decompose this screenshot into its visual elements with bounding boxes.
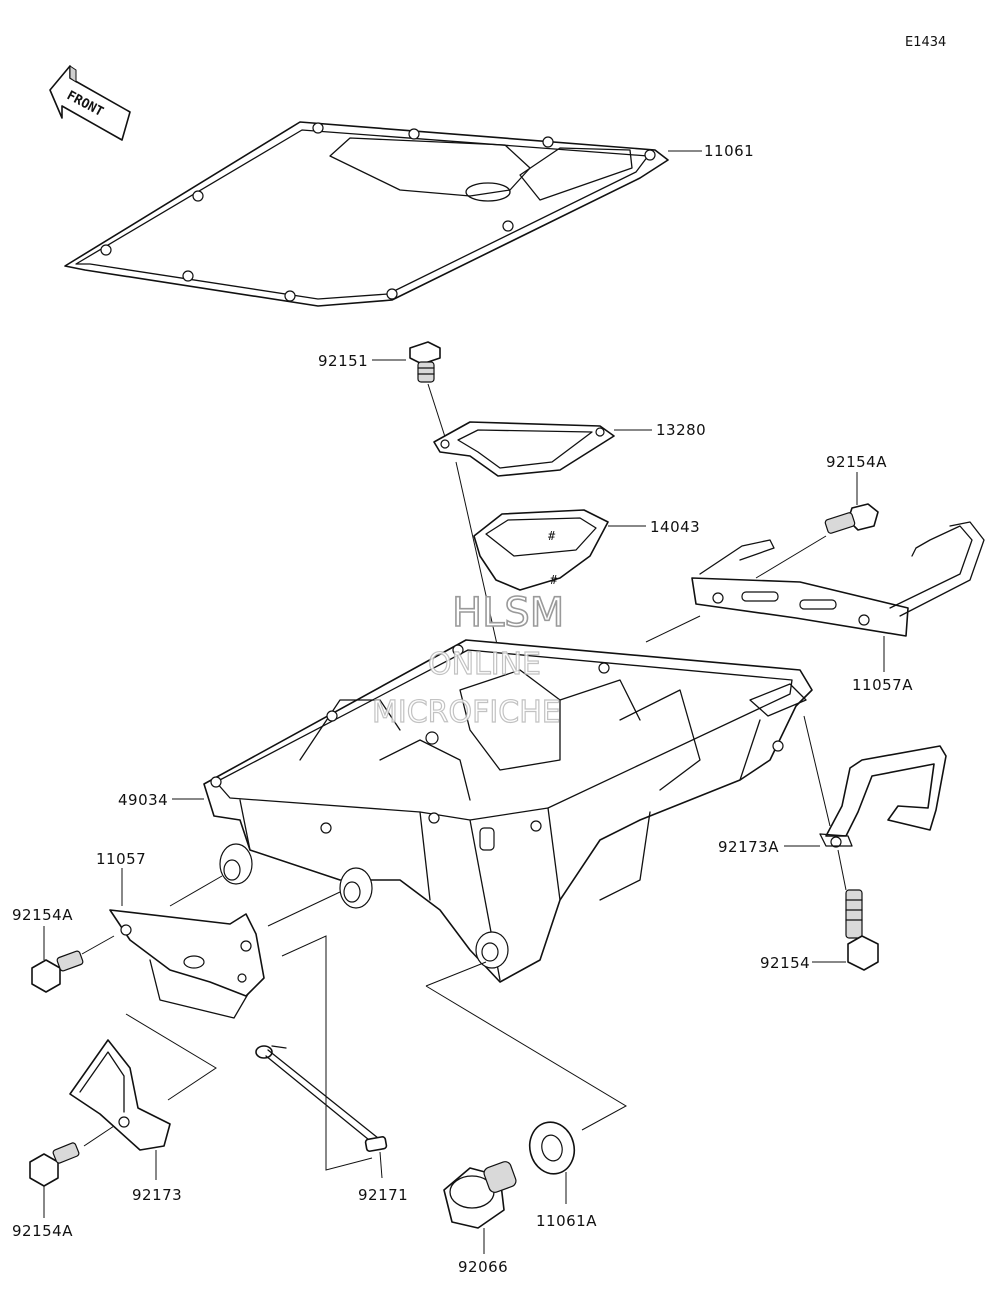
- bolt-92154A-bottom: [29, 1142, 80, 1187]
- drain-plug-92066: [443, 1161, 517, 1229]
- part-label-92171: 92171: [358, 1186, 408, 1204]
- watermark-line-2: ONLINE: [428, 647, 541, 682]
- oil-pan-49034: [203, 639, 813, 983]
- pin-92171: [255, 1045, 388, 1152]
- part-label-11061: 11061: [704, 142, 754, 160]
- bracket-92173A: [819, 745, 947, 848]
- svg-text:#: #: [548, 529, 556, 543]
- part-label-92154A-top: 92154A: [826, 453, 887, 471]
- part-label-92173: 92173: [132, 1186, 182, 1204]
- svg-text:#: #: [550, 573, 558, 587]
- gasket-13280: [433, 421, 615, 477]
- bolt-92154A-left: [31, 950, 84, 993]
- bracket-11057: [109, 909, 265, 1019]
- oil-strainer-14043: # #: [473, 509, 609, 591]
- part-label-92066: 92066: [458, 1258, 508, 1276]
- part-label-11057: 11057: [96, 850, 146, 868]
- washer-11061A: [528, 1121, 576, 1175]
- watermark: HLSM ONLINE MICROFICHE: [371, 589, 565, 730]
- part-label-49034: 49034: [118, 791, 168, 809]
- part-label-14043: 14043: [650, 518, 700, 536]
- bracket-92173: [69, 1039, 171, 1151]
- bolt-92154: [845, 889, 879, 971]
- part-label-92154A-left: 92154A: [12, 906, 73, 924]
- part-label-92154A-bottom: 92154A: [12, 1222, 73, 1240]
- bolt-92154A-top: [824, 503, 879, 534]
- watermark-line-1: HLSM: [452, 590, 564, 636]
- part-label-92154: 92154: [760, 954, 810, 972]
- gasket-11061: [64, 121, 669, 307]
- watermark-line-3: MICROFICHE: [372, 695, 561, 730]
- bracket-11057A: [691, 521, 985, 637]
- part-label-92151: 92151: [318, 352, 368, 370]
- front-arrow-icon: FRONT: [49, 65, 131, 141]
- bolt-92151: [409, 341, 441, 383]
- part-label-11061A: 11061A: [536, 1212, 597, 1230]
- part-label-92173A: 92173A: [718, 838, 779, 856]
- diagram-code: E1434: [905, 35, 946, 50]
- part-label-11057A: 11057A: [852, 676, 913, 694]
- part-label-13280: 13280: [656, 421, 706, 439]
